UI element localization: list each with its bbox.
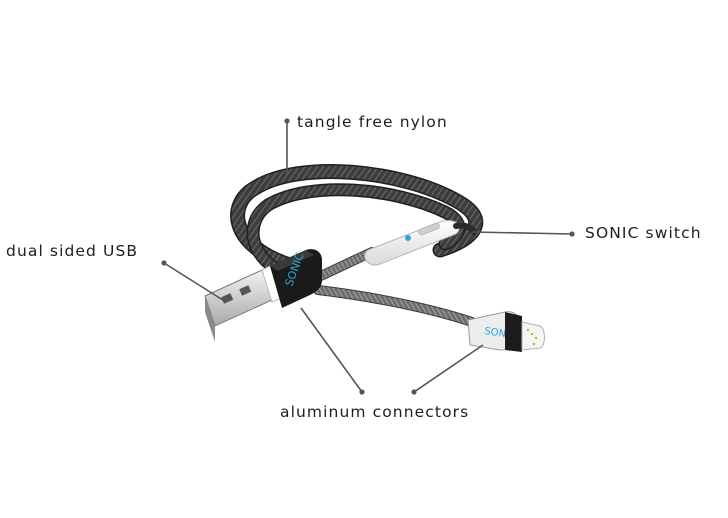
- usb-connector: SONIC: [204, 249, 322, 342]
- callout-dot-aluminum-lightning: [411, 389, 417, 395]
- callout-line-usb: [163, 262, 227, 303]
- cable-lower: [313, 285, 477, 327]
- callout-dot-aluminum-usb: [359, 389, 365, 395]
- callout-label-aluminum: aluminum connectors: [280, 403, 470, 421]
- callout-label-sonic-switch: SONIC switch: [585, 224, 702, 242]
- callout-label-nylon: tangle free nylon: [297, 113, 448, 131]
- switch-led-icon: [405, 235, 411, 241]
- callout-lines: [161, 118, 575, 395]
- cable-loop: [230, 163, 484, 289]
- callout-line-switch: [471, 231, 573, 235]
- callout-line-aluminum-usb: [300, 307, 363, 393]
- lightning-connector: SONIC: [467, 311, 545, 352]
- callout-dot-usb: [161, 260, 167, 266]
- callout-dot-nylon: [284, 118, 290, 124]
- sonic-switch: [364, 220, 477, 266]
- callout-label-usb: dual sided USB: [6, 242, 139, 260]
- callout-line-aluminum-lightning: [413, 344, 484, 393]
- callout-dot-switch: [569, 231, 575, 237]
